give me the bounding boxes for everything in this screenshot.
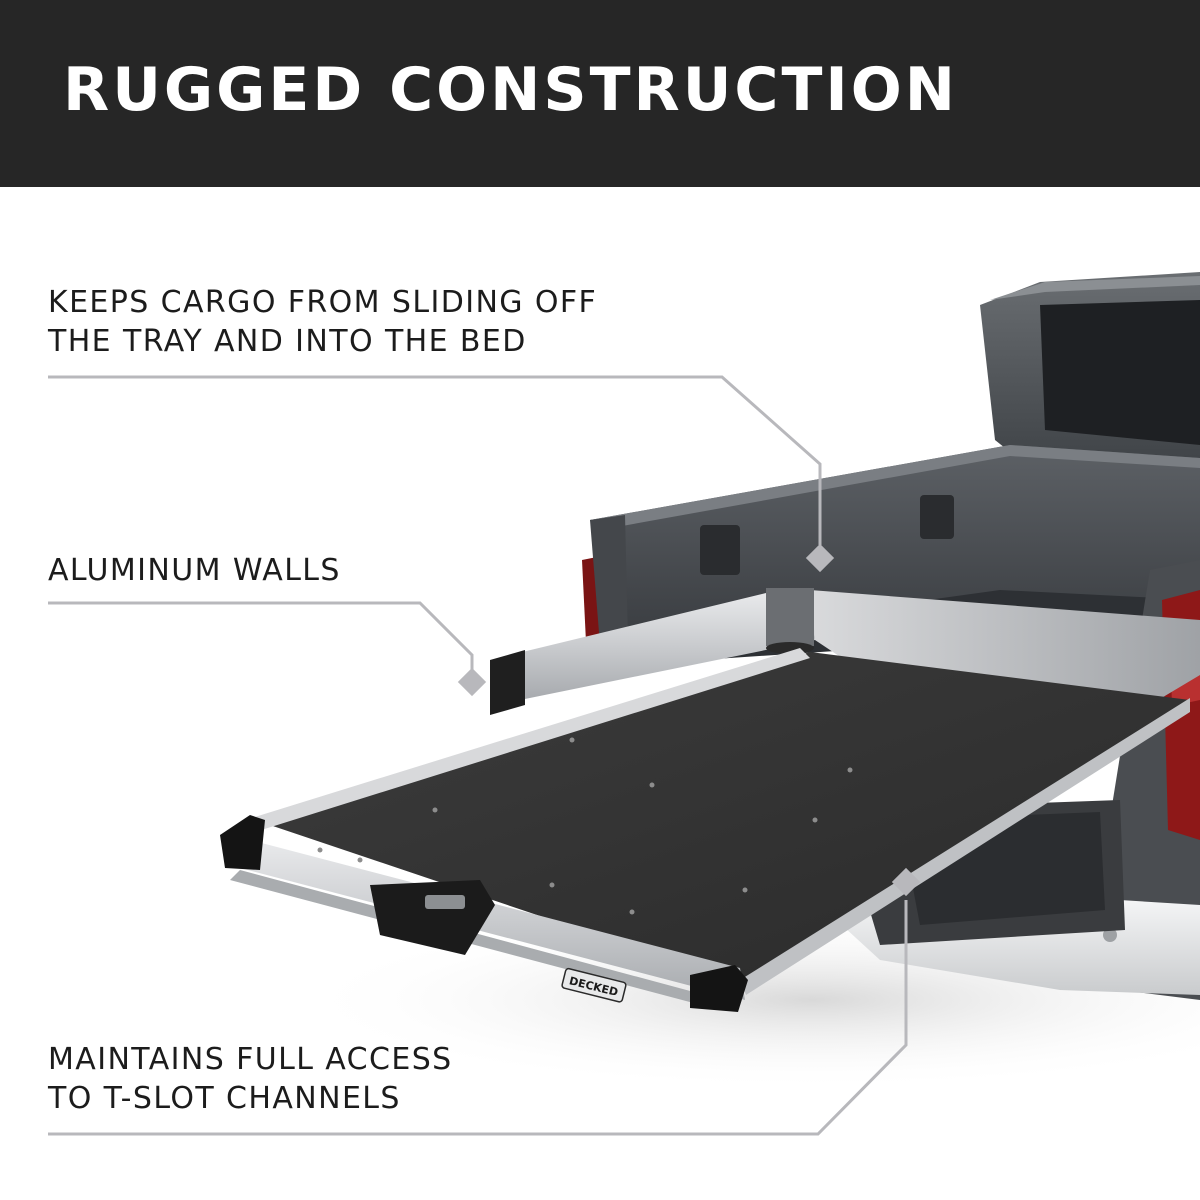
tray-right-rail — [740, 698, 1190, 995]
mat-bolt — [742, 887, 748, 893]
leader-line-2 — [48, 601, 474, 672]
mat-bolt — [357, 857, 363, 863]
cab-highlight — [990, 276, 1200, 300]
callout-aluminum-walls: ALUMINUM WALLS — [48, 551, 341, 590]
truck-bed-slide-image: DECKED — [220, 272, 1200, 1090]
corner-bracket — [766, 588, 814, 646]
callout-line: ALUMINUM WALLS — [48, 553, 341, 588]
callout-t-slot-access: MAINTAINS FULL ACCESS TO T-SLOT CHANNELS — [48, 1040, 453, 1118]
mat-bolt — [317, 847, 323, 853]
leader-line-1 — [48, 375, 822, 545]
aluminum-back-wall — [510, 592, 815, 700]
mat-bolt — [549, 882, 555, 888]
callout-line: MAINTAINS FULL ACCESS — [48, 1042, 453, 1077]
callout-line: THE TRAY AND INTO THE BED — [48, 324, 527, 359]
leader-line-3 — [48, 900, 908, 1136]
mat-bolt — [432, 807, 438, 813]
callout-line: KEEPS CARGO FROM SLIDING OFF — [48, 285, 598, 320]
tray-front-rail — [230, 870, 720, 1010]
callout-line: TO T-SLOT CHANNELS — [48, 1081, 401, 1116]
leader-marker-1 — [805, 543, 835, 573]
mat-bolt — [569, 737, 575, 743]
wall-end-cap — [490, 650, 525, 715]
leader-marker-3 — [891, 867, 921, 897]
handle-grip — [425, 895, 465, 909]
mat-bolt — [629, 909, 635, 915]
tray-corner-bumper — [220, 815, 265, 870]
header-banner: RUGGED CONSTRUCTION — [0, 0, 1200, 187]
mat-bolt — [847, 767, 853, 773]
tray-deck-mat — [255, 652, 1190, 985]
bed-tie-down — [920, 495, 954, 539]
left-bed-post — [590, 515, 628, 645]
mat-bolt — [812, 817, 818, 823]
bed-tie-down — [700, 525, 740, 575]
mat-bolt — [649, 782, 655, 788]
tray-left-rail — [245, 648, 810, 832]
tray-front-rail-face — [240, 840, 745, 1000]
tray-corner-bumper — [690, 965, 748, 1012]
leader-marker-2 — [457, 667, 487, 697]
rear-window — [1040, 300, 1200, 445]
bumper-sensor — [1103, 928, 1117, 942]
callout-cargo-retention: KEEPS CARGO FROM SLIDING OFF THE TRAY AN… — [48, 283, 597, 361]
page-title: RUGGED CONSTRUCTION — [63, 55, 958, 125]
